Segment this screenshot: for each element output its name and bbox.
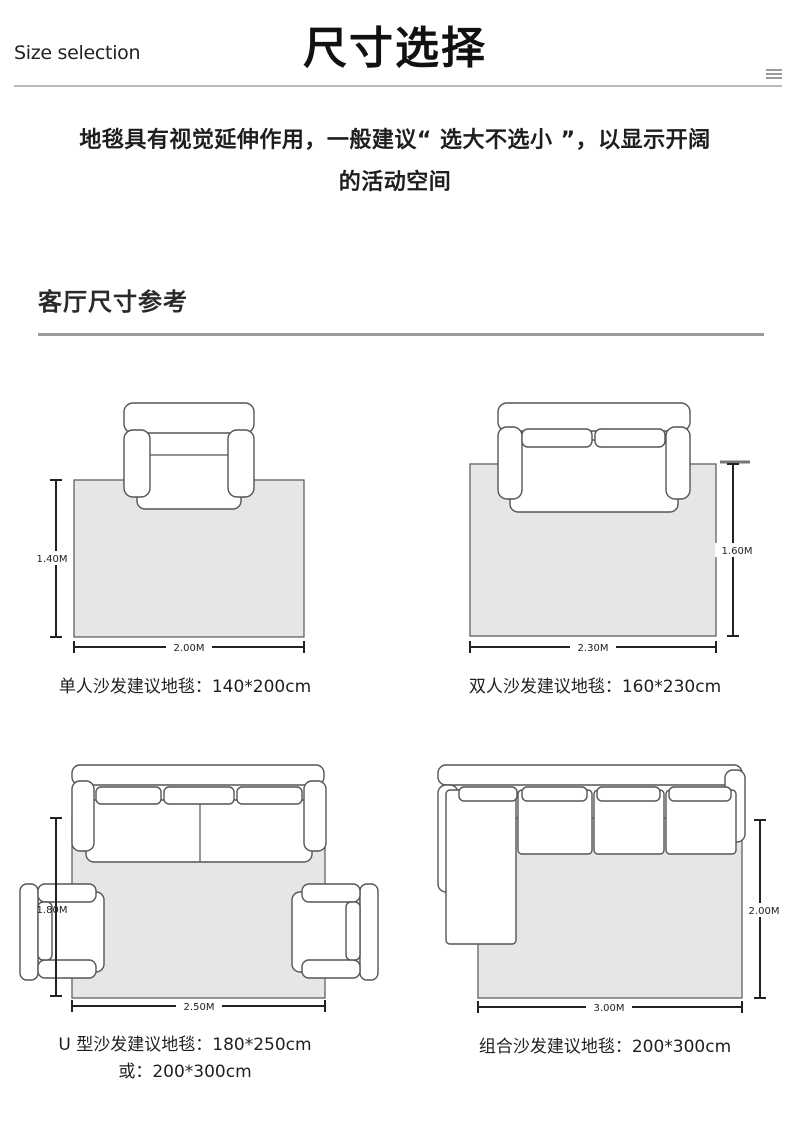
- three-seat-sofa-icon: [71, 764, 327, 863]
- hamburger-icon[interactable]: [766, 69, 782, 81]
- armchair-icon: [123, 402, 255, 510]
- caption-single-sofa: 单人沙发建议地毯：140*200cm: [58, 677, 312, 697]
- caption-sectional-sofa: 组合沙发建议地毯：200*300cm: [478, 1037, 732, 1057]
- diagram-double-sofa: 1.60M 2.30M: [469, 402, 755, 654]
- dim-height-1: 1.40M: [37, 554, 68, 565]
- dim-width-3: 2.50M: [184, 1002, 215, 1013]
- sectional-sofa-icon: [437, 764, 746, 945]
- diagram-sectional-sofa: 2.00M 3.00M: [437, 764, 784, 1014]
- section-divider: [38, 333, 764, 336]
- caption-u-sofa-alt: 或：200*300cm: [118, 1062, 252, 1082]
- loveseat-icon: [497, 402, 691, 513]
- intro-line-1: 地毯具有视觉延伸作用，一般建议“ 选大不选小 ”，以显示开阔: [79, 128, 711, 153]
- dim-height-3: 1.80M: [37, 905, 68, 916]
- dim-height-2: 1.60M: [722, 546, 753, 557]
- dim-height-4: 2.00M: [749, 906, 780, 917]
- diagram-u-sofa: 1.80M 2.50M: [19, 764, 379, 1013]
- intro-line-2: 的活动空间: [338, 170, 452, 195]
- caption-double-sofa: 双人沙发建议地毯：160*230cm: [468, 677, 722, 697]
- right-armchair-icon: [291, 883, 379, 981]
- section-title: 客厅尺寸参考: [38, 288, 188, 316]
- left-armchair-icon: [19, 883, 105, 981]
- header-divider: [14, 85, 782, 87]
- dim-width-4: 3.00M: [594, 1003, 625, 1014]
- header-english-title: Size selection: [14, 42, 141, 64]
- diagram-single-sofa: 1.40M 2.00M: [33, 402, 305, 654]
- header-chinese-title: 尺寸选择: [303, 23, 487, 74]
- dim-width-2: 2.30M: [578, 643, 609, 654]
- caption-u-sofa: U 型沙发建议地毯：180*250cm: [58, 1035, 312, 1055]
- dim-width-1: 2.00M: [174, 643, 205, 654]
